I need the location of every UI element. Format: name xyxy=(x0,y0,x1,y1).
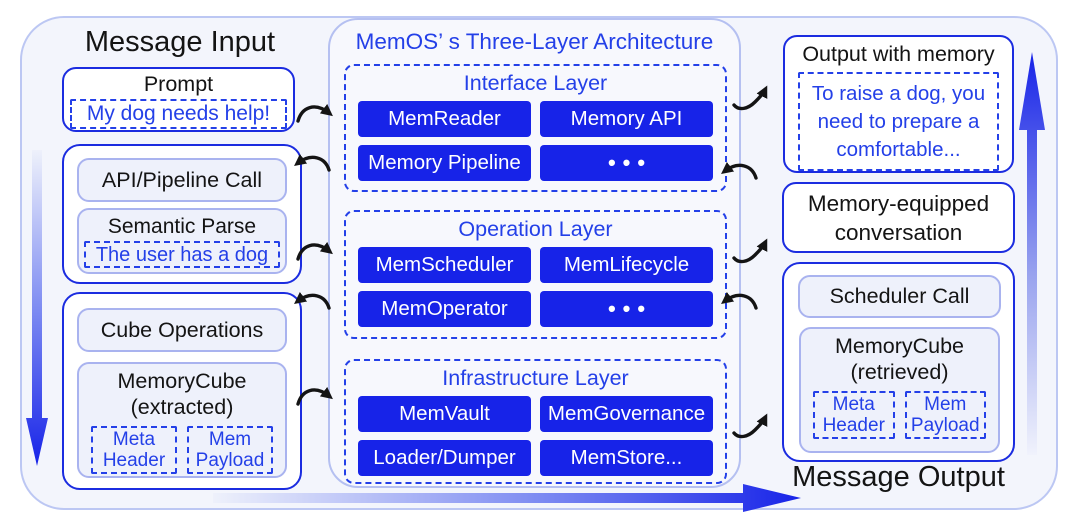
interface-layer-grid: MemReader Memory API Memory Pipeline ••• xyxy=(358,101,713,181)
message-input-title: Message Input xyxy=(84,26,276,58)
memlifecycle-chip: MemLifecycle xyxy=(540,247,713,283)
curve-arrow-left-icon xyxy=(721,161,758,180)
interface-more-chip: ••• xyxy=(540,145,713,181)
operation-layer-grid: MemScheduler MemLifecycle MemOperator ••… xyxy=(358,247,713,327)
semantic-parse-value: The user has a dog xyxy=(84,241,280,268)
semantic-parse-label: Semantic Parse xyxy=(107,215,257,238)
meta-header-box: Meta Header xyxy=(813,391,895,439)
curve-arrow-left-icon xyxy=(721,291,758,310)
api-pipeline-group: API/Pipeline Call Semantic Parse The use… xyxy=(62,144,302,284)
curve-arrow-right-icon xyxy=(296,103,333,123)
scheduler-group: Scheduler Call MemoryCube (retrieved) Me… xyxy=(782,262,1015,462)
memstore-chip: MemStore... xyxy=(540,440,713,476)
memorycube-retrieved-sublabel: (retrieved) xyxy=(850,360,949,384)
interface-layer-title: Interface Layer xyxy=(463,71,608,95)
curve-arrow-right-icon xyxy=(296,386,333,406)
infrastructure-layer: Infrastructure Layer MemVault MemGoverna… xyxy=(344,359,727,484)
memorycube-retrieved-box: MemoryCube (retrieved) Meta Header Mem P… xyxy=(799,327,1000,453)
api-pipeline-call-label: API/Pipeline Call xyxy=(101,167,263,192)
cube-parts-row: Meta Header Mem Payload xyxy=(813,391,986,439)
mem-payload-box: Mem Payload xyxy=(187,426,273,474)
infrastructure-layer-grid: MemVault MemGovernance Loader/Dumper Mem… xyxy=(358,396,713,476)
infrastructure-layer-title: Infrastructure Layer xyxy=(442,366,629,390)
meta-header-box: Meta Header xyxy=(91,426,177,474)
cube-operations-box: Cube Operations xyxy=(77,308,287,352)
flow-arrow-up-icon xyxy=(1019,52,1045,455)
flow-arrow-down-icon xyxy=(26,150,48,466)
memorycube-extracted-box: MemoryCube (extracted) Meta Header Mem P… xyxy=(77,362,287,478)
memvault-chip: MemVault xyxy=(358,396,531,432)
curve-arrow-left-icon xyxy=(294,153,331,172)
operation-layer: Operation Layer MemScheduler MemLifecycl… xyxy=(344,210,727,339)
output-with-memory-box: Output with memory To raise a dog, you n… xyxy=(783,35,1014,173)
interface-layer: Interface Layer MemReader Memory API Mem… xyxy=(344,64,727,192)
cube-parts-row: Meta Header Mem Payload xyxy=(91,426,273,474)
semantic-parse-box: Semantic Parse The user has a dog xyxy=(77,208,287,274)
memorycube-label: MemoryCube xyxy=(117,369,247,393)
curve-arrow-right-icon xyxy=(296,241,333,261)
api-pipeline-call-box: API/Pipeline Call xyxy=(77,158,287,202)
memscheduler-chip: MemScheduler xyxy=(358,247,531,283)
mem-payload-box: Mem Payload xyxy=(904,391,986,439)
memory-equipped-conversation-box: Memory-equipped conversation xyxy=(782,182,1015,253)
memreader-chip: MemReader xyxy=(358,101,531,137)
scheduler-call-box: Scheduler Call xyxy=(798,275,1001,318)
memory-pipeline-chip: Memory Pipeline xyxy=(358,145,531,181)
cube-operations-group: Cube Operations MemoryCube (extracted) M… xyxy=(62,292,302,490)
three-layer-panel: MemOS’ s Three-Layer Architecture Interf… xyxy=(328,18,741,488)
flow-arrow-right-icon xyxy=(213,484,801,512)
memgovernance-chip: MemGovernance xyxy=(540,396,713,432)
memoperator-chip: MemOperator xyxy=(358,291,531,327)
memory-equipped-conversation-label: Memory-equipped conversation xyxy=(807,190,990,245)
memorycube-retrieved-label: MemoryCube xyxy=(834,334,965,358)
message-output-title: Message Output xyxy=(792,461,1005,493)
curve-arrow-left-icon xyxy=(294,291,331,310)
output-with-memory-label: Output with memory xyxy=(802,42,995,66)
operation-more-chip: ••• xyxy=(540,291,713,327)
memorycube-sublabel: (extracted) xyxy=(130,395,234,419)
curve-arrow-up-right-icon xyxy=(732,238,768,264)
prompt-label: Prompt xyxy=(143,72,214,96)
prompt-value: My dog needs help! xyxy=(70,99,287,129)
scheduler-call-label: Scheduler Call xyxy=(829,284,970,308)
curve-arrow-up-right-icon xyxy=(732,85,768,111)
prompt-box: Prompt My dog needs help! xyxy=(62,67,295,132)
panel-title: MemOS’ s Three-Layer Architecture xyxy=(355,29,714,54)
curve-arrow-up-right-icon xyxy=(732,413,768,439)
memory-api-chip: Memory API xyxy=(540,101,713,137)
loader-dumper-chip: Loader/Dumper xyxy=(358,440,531,476)
operation-layer-title: Operation Layer xyxy=(458,217,613,241)
output-with-memory-value: To raise a dog, you need to prepare a co… xyxy=(798,72,999,171)
cube-operations-label: Cube Operations xyxy=(100,317,264,342)
